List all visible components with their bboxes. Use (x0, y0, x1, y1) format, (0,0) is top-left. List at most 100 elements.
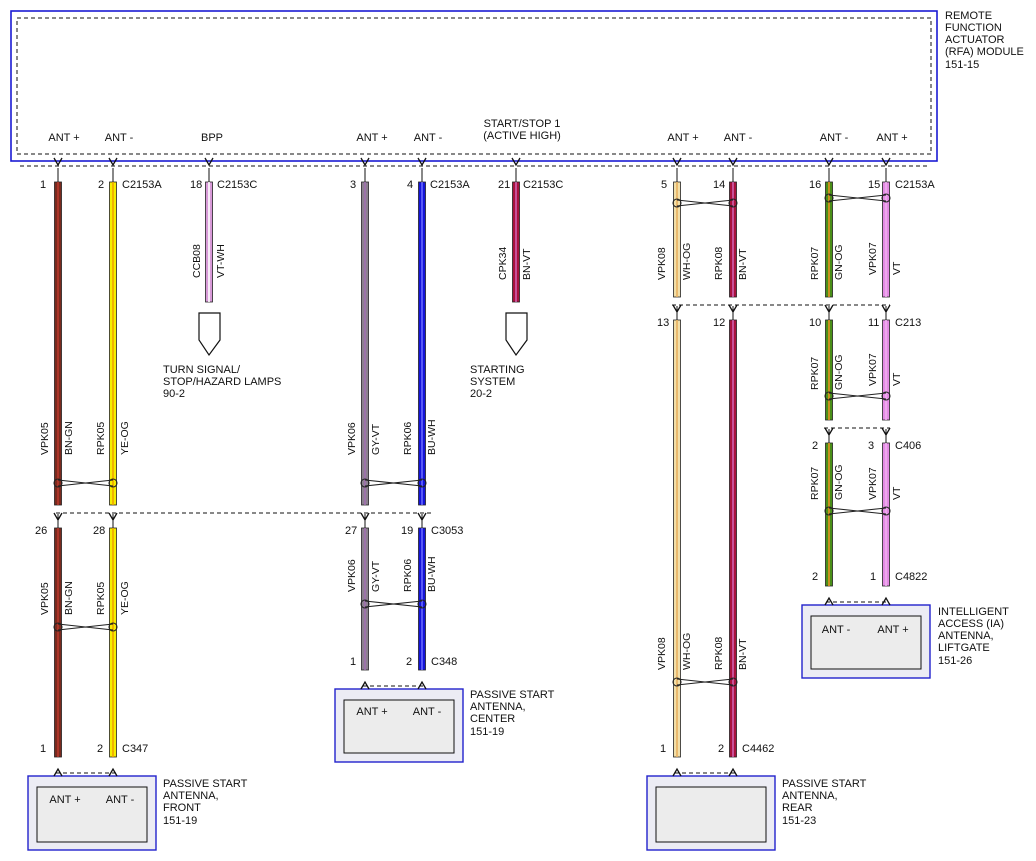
wire-label: RPK07 (809, 467, 821, 500)
wire-label: WH-OG (681, 633, 693, 670)
top-pin-numbers: 1 2 C2153A 18 C2153C 3 4 C2153A 21 C2153… (40, 179, 935, 191)
svg-text:ANTENNA,: ANTENNA, (163, 790, 219, 802)
svg-text:TURN SIGNAL/: TURN SIGNAL/ (163, 364, 241, 376)
svg-text:FUNCTION: FUNCTION (945, 22, 1002, 34)
wire-label: BN-VT (737, 248, 749, 280)
wire-label: VPK05 (39, 422, 51, 455)
twist-loop (824, 391, 834, 401)
wire-label: YE-OG (119, 421, 131, 455)
svg-text:1: 1 (350, 656, 356, 668)
svg-text:C406: C406 (895, 440, 921, 452)
wire-label: VPK05 (39, 582, 51, 615)
twist-cross (57, 623, 114, 631)
starting-system-connector: STARTING SYSTEM 20-2 (470, 312, 528, 400)
twist-loop (672, 677, 682, 687)
svg-text:ANT +: ANT + (49, 794, 80, 806)
svg-text:28: 28 (93, 525, 105, 537)
pin-label: ANT - (105, 132, 134, 144)
wire-label: VPK07 (867, 353, 879, 386)
wire-label: BU-WH (426, 419, 438, 455)
svg-text:2: 2 (98, 179, 104, 191)
svg-text:18: 18 (190, 179, 202, 191)
twist-loop (728, 198, 738, 208)
twist-cross (676, 199, 734, 207)
svg-text:STARTING: STARTING (470, 364, 525, 376)
svg-text:ANT +: ANT + (877, 624, 908, 636)
pin-label: ANT + (356, 132, 387, 144)
pin-label: ANT + (48, 132, 79, 144)
wire-label: RPK08 (713, 247, 725, 280)
wire-label: VT (891, 261, 903, 275)
svg-text:FRONT: FRONT (163, 802, 201, 814)
wire-label: VT (891, 372, 903, 386)
wire-label: GN-OG (833, 244, 845, 280)
svg-text:15: 15 (868, 179, 880, 191)
twist-loop (824, 193, 834, 203)
passive-start-antenna-center: 1 2 C348 ANT + ANT - PASSIVE START ANTEN… (334, 656, 555, 763)
c406-arrows (824, 427, 891, 436)
ia-antenna-liftgate: 2 1 C4822 ANT - ANT + INTELLIGENT ACCESS… (801, 571, 1009, 679)
wire-label: WH-OG (681, 243, 693, 280)
wire-label: VPK06 (346, 559, 358, 592)
wires (54, 168, 890, 758)
svg-text:REAR: REAR (782, 802, 813, 814)
rfa-module-title: REMOTE FUNCTION ACTUATOR (RFA) MODULE 15… (945, 10, 1024, 71)
svg-text:SYSTEM: SYSTEM (470, 376, 515, 388)
wire-label: VPK08 (656, 247, 668, 280)
wire-label: RPK06 (402, 422, 414, 455)
svg-text:151-15: 151-15 (945, 59, 979, 71)
svg-text:14: 14 (713, 179, 725, 191)
wire-label: VPK06 (346, 422, 358, 455)
svg-text:C2153A: C2153A (430, 179, 470, 191)
c3053-arrows (53, 512, 427, 521)
svg-text:5: 5 (661, 179, 667, 191)
svg-text:151-19: 151-19 (470, 726, 504, 738)
c406-pin-numbers: 2 3 C406 (812, 440, 921, 452)
svg-text:11: 11 (868, 317, 879, 329)
svg-text:ACTUATOR: ACTUATOR (945, 34, 1005, 46)
twist-cross (364, 600, 423, 608)
svg-text:INTELLIGENT: INTELLIGENT (938, 606, 1009, 618)
svg-text:ANT -: ANT - (413, 706, 442, 718)
svg-text:C4462: C4462 (742, 743, 774, 755)
twist-loop (108, 478, 118, 488)
twist-loop (53, 622, 63, 632)
svg-text:151-26: 151-26 (938, 655, 972, 667)
svg-text:C2153C: C2153C (523, 179, 563, 191)
svg-text:13: 13 (657, 317, 669, 329)
svg-text:C2153A: C2153A (122, 179, 162, 191)
twist-loop (360, 478, 370, 488)
twist-loop (417, 599, 427, 609)
twist-loop (108, 622, 118, 632)
svg-text:REMOTE: REMOTE (945, 10, 992, 22)
svg-text:(RFA) MODULE: (RFA) MODULE (945, 46, 1024, 58)
svg-text:PASSIVE START: PASSIVE START (470, 689, 555, 701)
pin-label: (ACTIVE HIGH) (483, 130, 561, 142)
svg-text:20-2: 20-2 (470, 388, 492, 400)
svg-text:C3053: C3053 (431, 525, 463, 537)
svg-text:ANTENNA,: ANTENNA, (470, 701, 526, 713)
twist-loop (53, 478, 63, 488)
wire-label: CPK34 (497, 247, 509, 280)
svg-text:27: 27 (345, 525, 357, 537)
wire-label: BN-VT (521, 248, 533, 280)
svg-text:21: 21 (498, 179, 510, 191)
twist-cross (676, 678, 734, 686)
module-pin-labels: ANT + ANT - BPP ANT + ANT - START/STOP 1… (48, 118, 907, 144)
svg-text:C4822: C4822 (895, 571, 927, 583)
svg-text:90-2: 90-2 (163, 388, 185, 400)
wire-label: VT (891, 486, 903, 500)
svg-text:2: 2 (812, 571, 818, 583)
wire-label: CCB08 (191, 244, 203, 278)
wire-label: GY-VT (370, 560, 382, 592)
twist-cross (57, 479, 114, 487)
svg-text:C348: C348 (431, 656, 457, 668)
wire-label: RPK07 (809, 247, 821, 280)
svg-text:3: 3 (868, 440, 874, 452)
svg-text:10: 10 (809, 317, 821, 329)
pin-label: ANT - (820, 132, 849, 144)
wire-label: VPK08 (656, 637, 668, 670)
twist-loop (881, 391, 891, 401)
wire-label: RPK08 (713, 637, 725, 670)
